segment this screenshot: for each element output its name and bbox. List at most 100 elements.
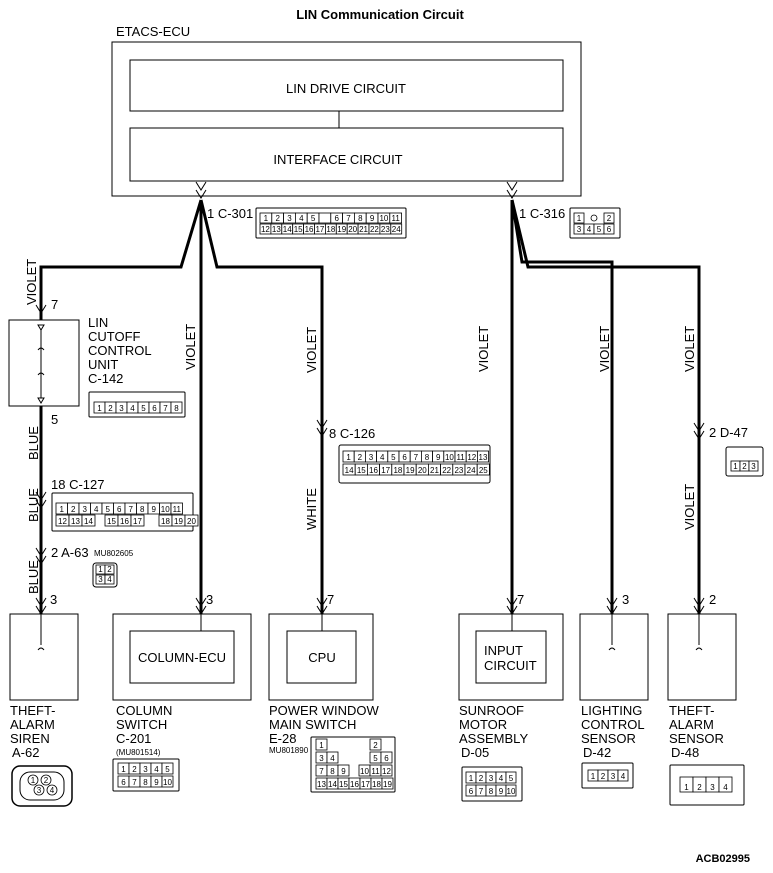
cutoff-unit-box (8, 319, 80, 407)
connector-pin-label: 19 (383, 780, 392, 789)
connector-pin-label: 10 (379, 214, 388, 223)
connector-pin-label: 3 (369, 453, 374, 462)
connector-pin-label: 2 (601, 772, 606, 781)
connector-pin-label: 14 (345, 466, 354, 475)
connector-pin-label: 16 (305, 225, 314, 234)
connector-pin (380, 751, 393, 764)
connector-pin (603, 223, 615, 235)
connector-pin-label: 22 (370, 225, 379, 234)
connector-pin-label: 11 (371, 767, 380, 776)
cutoff-pin-bottom: 5 (51, 412, 58, 427)
svg-text:MOTOR: MOTOR (459, 717, 507, 732)
connector-pin-label: 4 (499, 774, 504, 783)
theft-labels: THEFT- ALARM SENSOR D-48 (669, 703, 724, 760)
connector-pin-label: 3 (143, 765, 148, 774)
connector-pin (170, 502, 183, 515)
a63-part: MU802605 (94, 549, 134, 558)
connector-pin-label: 19 (337, 225, 346, 234)
connector-pin-label: 10 (163, 778, 172, 787)
connector-pin (505, 771, 517, 784)
connector-pin-label: 3 (710, 783, 715, 792)
connector-pin-label: 8 (140, 505, 145, 514)
connector-pin-label: 8 (143, 778, 148, 787)
siren-pin: 3 (50, 592, 57, 607)
connector-pin-label: 2 (479, 774, 484, 783)
svg-text:D-42: D-42 (583, 745, 611, 760)
svg-text:POWER WINDOW: POWER WINDOW (269, 703, 379, 718)
wire-color-theft-upper: VIOLET (682, 326, 697, 372)
c301-label: 1 C-301 (207, 206, 253, 221)
connector-pin-label: 16 (369, 466, 378, 475)
wire-color-lighting: VIOLET (597, 326, 612, 372)
wire-to-cutoff (39, 199, 203, 320)
connector-pin (104, 574, 115, 585)
connector-pin-label: 9 (370, 214, 375, 223)
cutoff-label-5: C-142 (88, 371, 123, 386)
connector-pin-label: 18 (393, 466, 402, 475)
cpu-box (286, 630, 357, 684)
connector-pin-label: 4 (723, 783, 728, 792)
connector-pin-label: 1 (98, 565, 103, 574)
connector-pin-label: 20 (348, 225, 357, 234)
svg-text:SENSOR: SENSOR (581, 731, 636, 746)
svg-text:THEFT-: THEFT- (669, 703, 715, 718)
connector-pin-label: 1 (591, 772, 596, 781)
connector-pin-label: 5 (391, 453, 396, 462)
svg-text:SENSOR: SENSOR (669, 731, 724, 746)
connector-pin-label: 1 (264, 214, 269, 223)
connector-pin-label: 7 (346, 214, 351, 223)
connector-pin-label: 20 (187, 517, 196, 526)
connector-pin-label: 24 (467, 466, 476, 475)
connector-pin (748, 460, 759, 472)
ecu-label: ETACS-ECU (116, 24, 190, 39)
svg-text:(MU801514): (MU801514) (116, 748, 161, 757)
wire-color-blue-1: BLUE (26, 426, 41, 460)
connector-pin-label: 23 (454, 466, 463, 475)
connector-pin-label: 23 (381, 225, 390, 234)
connector-pin (81, 514, 96, 527)
connector-pin-label: 1 (60, 505, 65, 514)
svg-text:D-48: D-48 (671, 745, 699, 760)
connector-pin-label: 7 (319, 767, 324, 776)
connector-pin (380, 764, 393, 777)
wire-color-sunroof: VIOLET (476, 326, 491, 372)
lighting-sensor-box (579, 613, 649, 701)
cutoff-label-4: UNIT (88, 357, 118, 372)
connector-pin-label: 5 (509, 774, 514, 783)
connector-pin (603, 212, 615, 224)
power-pin: 7 (327, 592, 334, 607)
connector-pin-label: 3 (37, 786, 42, 795)
connector-pin-label: 1 (346, 453, 351, 462)
connector-pin-label: 14 (283, 225, 292, 234)
connector-pin-label: 16 (350, 780, 359, 789)
lin-drive-circuit-box (129, 59, 564, 112)
connector-pin (326, 751, 339, 764)
connector-pin-label: 7 (163, 404, 168, 413)
siren-labels: THEFT- ALARM SIREN A-62 (10, 703, 56, 760)
connector-pin-label: 17 (133, 517, 142, 526)
connector-pin-label: 18 (326, 225, 335, 234)
wire-color-power-upper: VIOLET (304, 327, 319, 373)
connector-pin (476, 450, 489, 463)
wire-color-blue-3: BLUE (26, 560, 41, 594)
connector-pin (505, 784, 517, 797)
connector-pin-label: 2 (358, 453, 363, 462)
connector-pin-label: 5 (106, 505, 111, 514)
connector-pin-label: 8 (330, 767, 335, 776)
c126-label: 8 C-126 (329, 426, 375, 441)
wire-to-lighting (510, 199, 614, 614)
connector-pin-label: 7 (479, 787, 484, 796)
c127-label: 18 C-127 (51, 477, 104, 492)
connector-pin-label: 9 (154, 778, 159, 787)
connector-pin (718, 776, 733, 793)
svg-text:THEFT-: THEFT- (10, 703, 56, 718)
connector-pin-label: 21 (359, 225, 368, 234)
connector-pin-label: 3 (611, 772, 616, 781)
connector-pin-label: 7 (129, 505, 134, 514)
sunroof-pin: 7 (517, 592, 524, 607)
connector-pin-label: 5 (165, 765, 170, 774)
connector-pin-label: 11 (456, 453, 465, 462)
